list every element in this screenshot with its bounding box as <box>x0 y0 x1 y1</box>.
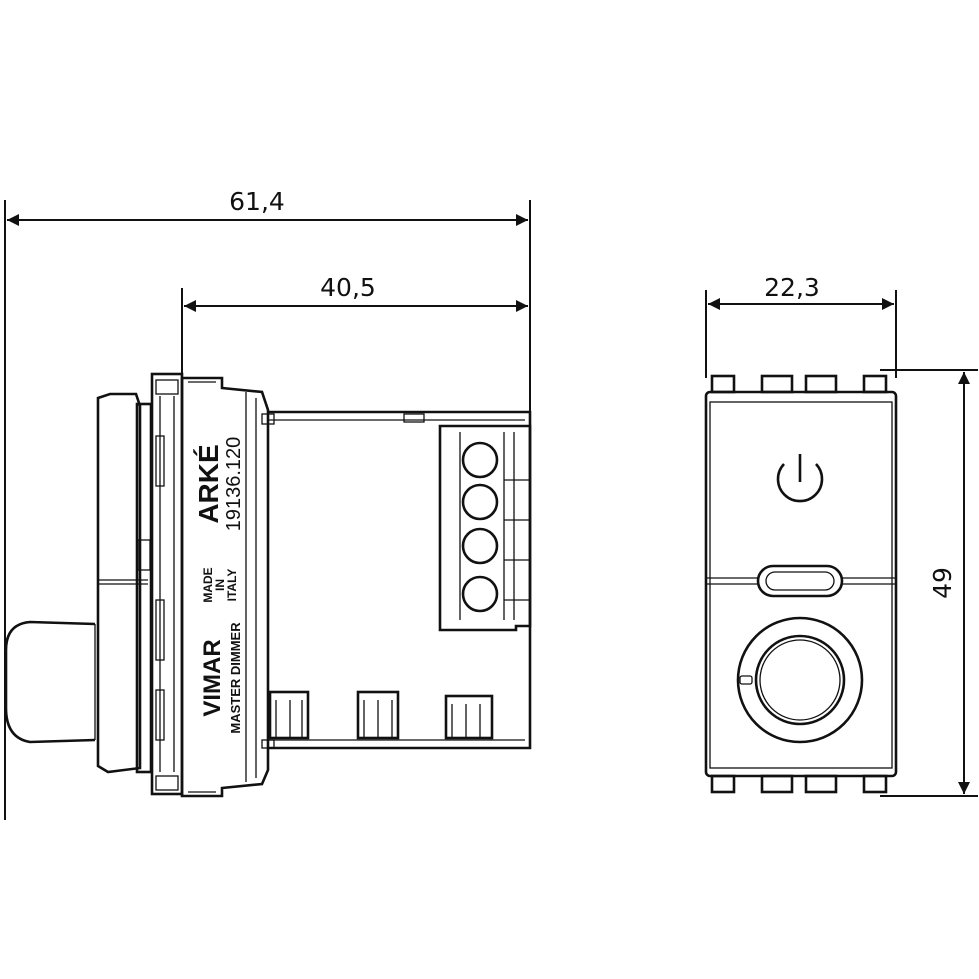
led-indicator <box>756 564 844 598</box>
dimension-label-height: 49 <box>928 567 957 599</box>
top-tabs <box>710 374 888 394</box>
module-body-side <box>180 376 532 798</box>
bottom-tabs <box>710 774 888 794</box>
terminal-screw-2 <box>461 483 499 521</box>
power-icon <box>776 454 824 503</box>
marking-product-name: MASTER DIMMER <box>228 622 243 734</box>
marking-manufacturer: VIMAR <box>199 639 226 716</box>
mounting-frame-side <box>150 372 184 796</box>
marking-origin-line2: IN <box>213 579 227 591</box>
marking-origin-line3: ITALY <box>225 569 239 602</box>
dimension-label-width: 22,3 <box>764 273 820 302</box>
front-view <box>704 374 898 794</box>
marking-origin-line1: MADE <box>201 567 215 602</box>
dimension-height: 49 <box>880 369 978 797</box>
terminal-screw-1 <box>461 441 499 479</box>
marking-article-code: 19136.120 <box>223 437 245 532</box>
marking-brand-series: ARKÉ <box>193 444 224 523</box>
terminal-screw-4 <box>461 575 499 613</box>
dimension-overall-depth: 61,4 <box>4 187 531 820</box>
dimension-width: 22,3 <box>705 273 897 378</box>
side-view: ARKÉ 19136.120 MADE IN ITALY VIMAR MASTE… <box>4 372 532 798</box>
dimension-label-body-depth: 40,5 <box>320 273 376 302</box>
bottom-clips <box>268 690 494 740</box>
knob-side <box>4 620 96 744</box>
dimension-label-overall-depth: 61,4 <box>229 187 285 216</box>
dimension-body-depth: 40,5 <box>181 273 528 380</box>
terminal-screw-3 <box>461 527 499 565</box>
front-cover-side <box>96 392 153 774</box>
rotary-knob-front <box>736 616 864 744</box>
